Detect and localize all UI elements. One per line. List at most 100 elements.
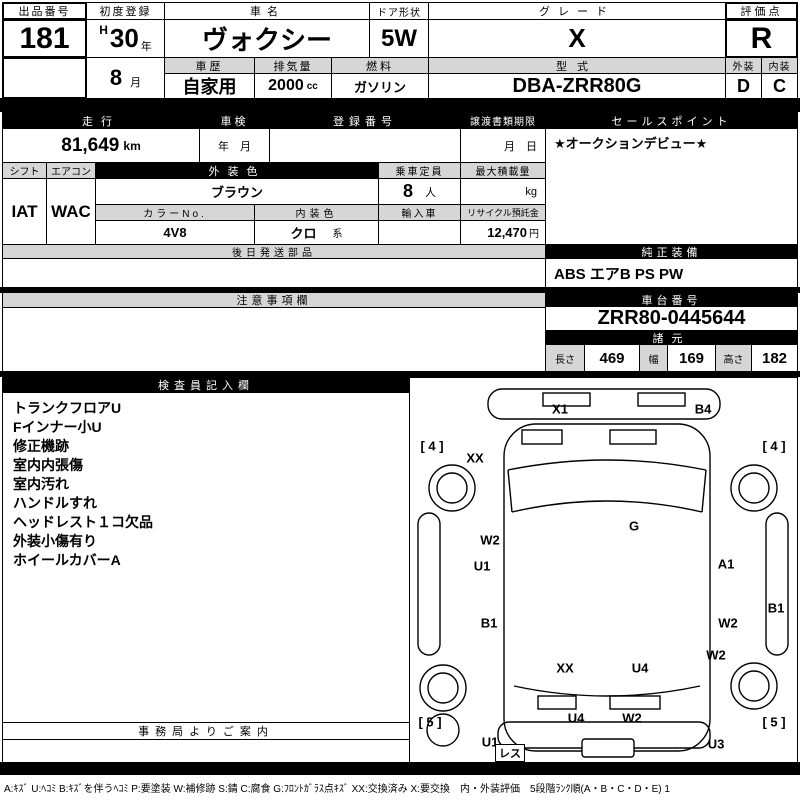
mileage-value: 81,649 km <box>2 128 200 163</box>
damage-label: B1 <box>767 600 785 616</box>
door-shape-label: ドア形状 <box>369 2 429 20</box>
spec-height-value: 182 <box>751 344 798 372</box>
shift-label: シフト <box>2 162 47 179</box>
inspector-note: 室内内張傷 <box>13 457 83 473</box>
import-value <box>378 220 461 245</box>
wheel-front-right <box>730 464 778 512</box>
registration-no-value <box>269 128 461 163</box>
recycle-deposit-label: リサイクル預託金 <box>460 204 546 221</box>
inspector-note: 室内汚れ <box>13 476 69 492</box>
displacement-label: 排気量 <box>254 57 332 74</box>
model-label: 型式 <box>428 57 726 74</box>
color-no-label: カラーNo. <box>95 204 255 221</box>
wheel-front-left-inner <box>436 472 468 504</box>
damage-label: A1 <box>717 556 735 572</box>
legend-text: A:ｷｽﾞ U:ﾍｺﾐ B:ｷｽﾞを伴うﾍｺﾐ P:要塗装 W:補修跡 S:錆 … <box>4 784 670 795</box>
office-panel <box>2 739 410 763</box>
displacement-value: 2000 cc <box>254 73 332 99</box>
first-reg-month: 8 月 <box>86 57 165 99</box>
score-value: R <box>725 19 798 58</box>
chassis-no-value: ZRR80-0445644 <box>545 306 798 331</box>
fuel-label: 燃料 <box>331 57 429 74</box>
inspector-note: 修正機跡 <box>13 438 69 454</box>
damage-label: [ 5 ] <box>418 714 442 730</box>
later-parts-panel <box>2 258 546 288</box>
capacity-value: 8 人 <box>378 178 461 205</box>
exhibit-no-extra-cell <box>2 57 87 99</box>
damage-label: U1 <box>473 558 491 574</box>
interior-color-name: クロ <box>290 226 317 241</box>
tail-light-left <box>537 695 577 710</box>
exterior-grade-value: D <box>725 73 762 99</box>
inspector-note: 外装小傷有り <box>13 533 97 549</box>
score-label: 評価点 <box>725 2 798 20</box>
later-parts-label: 後日発送部品 <box>2 244 546 259</box>
max-load-value: kg <box>460 178 546 205</box>
interior-color-suffix: 系 <box>332 229 343 240</box>
damage-label: [ 4 ] <box>762 438 786 454</box>
car-name-label: 車名 <box>164 2 370 20</box>
caution-label: 注意事項欄 <box>2 292 546 308</box>
first-reg-year: 30 <box>109 23 139 53</box>
inspector-note: Fインナー小U <box>13 419 102 435</box>
genuine-equipment-label: 純正装備 <box>545 244 798 259</box>
first-reg-month-unit: 月 <box>130 77 142 89</box>
inspection-expiry-value: 年 月 <box>199 128 270 163</box>
inspector-note: ホイールカバーA <box>13 552 121 568</box>
wheel-rear-right <box>730 662 778 710</box>
front-grille-right <box>637 392 686 407</box>
grade-value: X <box>428 19 726 58</box>
car-name-value: ヴォクシー <box>164 19 370 58</box>
inspection-expiry-label: 車検 <box>199 112 270 129</box>
first-reg-label: 初度登録 <box>86 2 165 20</box>
damage-label: G <box>628 518 640 534</box>
damage-label: XX <box>466 450 484 466</box>
section-divider-3 <box>0 371 800 377</box>
displacement-number: 2000 <box>268 77 304 94</box>
car-diagram-svg <box>417 388 789 758</box>
max-load-label: 最大積載量 <box>460 162 546 179</box>
spec-length-label: 長さ <box>545 344 585 372</box>
spec-label: 諸元 <box>545 330 798 345</box>
history-value: 自家用 <box>164 73 255 99</box>
windshield-bottom-line <box>511 500 703 513</box>
transfer-deadline-label: 譲渡書類期限 <box>460 112 546 129</box>
wheel-rear-left <box>419 664 467 712</box>
chassis-no-label: 車台番号 <box>545 292 798 307</box>
damage-label: レス <box>495 744 525 762</box>
grade-label: グレード <box>428 2 726 20</box>
wheel-rear-right-inner <box>738 670 770 702</box>
caution-panel <box>2 307 546 372</box>
damage-label: X1 <box>552 401 568 417</box>
front-bumper <box>487 388 721 420</box>
tail-light-right <box>609 695 661 710</box>
windshield-left-line <box>507 469 513 513</box>
exterior-grade-label: 外装 <box>725 57 762 74</box>
spec-height-label: 高さ <box>715 344 752 372</box>
spec-length-value: 469 <box>584 344 640 372</box>
exterior-color-value: ブラウン <box>95 178 379 205</box>
exterior-color-label: 外装色 <box>95 162 379 179</box>
capacity-label: 乗車定員 <box>378 162 461 179</box>
interior-grade-value: C <box>761 73 798 99</box>
sales-point-label: セールスポイント <box>545 112 798 129</box>
damage-label: U4 <box>567 710 585 726</box>
capacity-number: 8 <box>402 181 413 201</box>
shift-value: IAT <box>2 178 47 245</box>
aircon-label: エアコン <box>46 162 96 179</box>
side-sill-right <box>765 512 789 656</box>
interior-color-label: 内装色 <box>254 204 379 221</box>
inspector-note: トランクフロアU <box>13 400 122 416</box>
section-divider-2 <box>0 287 800 293</box>
section-divider-4 <box>0 762 800 775</box>
mileage-label: 走行 <box>2 112 200 129</box>
damage-label: U4 <box>631 660 649 676</box>
damage-label: W2 <box>706 647 726 663</box>
registration-no-label: 登録番号 <box>269 112 461 129</box>
color-no-value: 4V8 <box>95 220 255 245</box>
sales-point-text: ★オークションデビュー★ <box>554 136 708 151</box>
capacity-unit: 人 <box>425 187 436 199</box>
wheel-front-right-inner <box>738 472 770 504</box>
